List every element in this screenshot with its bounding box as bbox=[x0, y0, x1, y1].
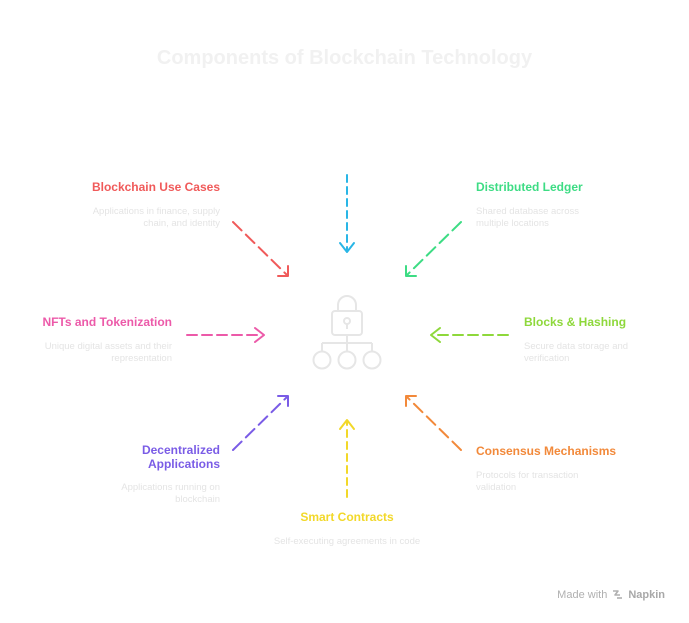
arrow-contracts bbox=[339, 419, 355, 498]
made-with-napkin-footer[interactable]: Made with Napkin bbox=[557, 588, 665, 601]
blockchain-lock-network-icon bbox=[312, 295, 382, 370]
arrow-consensus bbox=[405, 395, 462, 451]
use-cases-label: Blockchain Use Cases bbox=[91, 180, 220, 194]
contracts-label: Smart Contracts bbox=[300, 510, 394, 524]
footer-prefix: Made with bbox=[557, 588, 608, 601]
consensus-description: Protocols for transaction validation bbox=[476, 470, 579, 493]
dapps-label: Decentralized Applications bbox=[141, 443, 220, 471]
arrow-nfts bbox=[186, 327, 265, 343]
nfts-description: Unique digital assets and their represen… bbox=[44, 341, 172, 364]
arrow-use-cases bbox=[232, 221, 289, 277]
arrow-blocks bbox=[430, 327, 509, 343]
arrow-top bbox=[339, 174, 355, 253]
blocks-label: Blocks & Hashing bbox=[524, 315, 627, 329]
contracts-description: Self-executing agreements in code bbox=[273, 536, 421, 547]
dapps-description: Applications running on blockchain bbox=[121, 482, 220, 505]
nfts-label: NFTs and Tokenization bbox=[42, 315, 172, 329]
ledger-label: Distributed Ledger bbox=[476, 180, 583, 194]
blocks-description: Secure data storage and verification bbox=[524, 341, 629, 364]
use-cases-description: Applications in finance, supply chain, a… bbox=[92, 206, 220, 229]
arrow-ledger bbox=[405, 221, 462, 277]
consensus-label: Consensus Mechanisms bbox=[476, 444, 617, 458]
arrow-dapps bbox=[232, 395, 289, 451]
ledger-description: Shared database across multiple location… bbox=[476, 206, 579, 229]
diagram-title: Components of Blockchain Technology bbox=[156, 47, 533, 69]
napkin-logo-icon bbox=[613, 590, 623, 599]
footer-brand: Napkin bbox=[628, 588, 665, 601]
